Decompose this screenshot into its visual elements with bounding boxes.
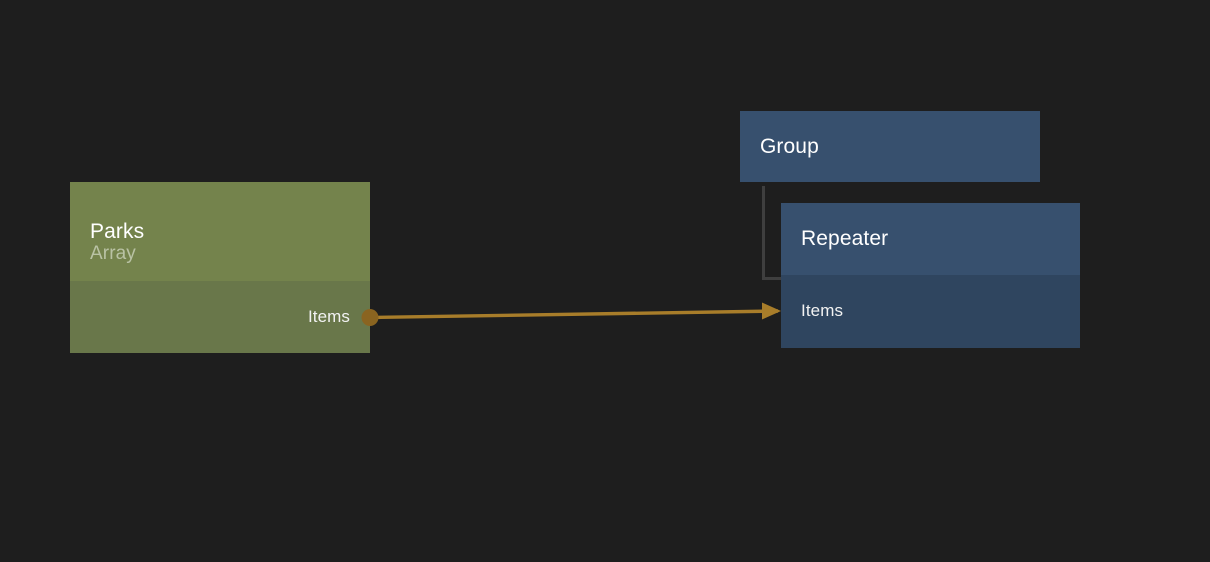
node-repeater-body: Items <box>781 275 1080 348</box>
node-group[interactable]: Group <box>740 111 1040 182</box>
node-repeater-title: Repeater <box>801 227 889 251</box>
parks-items-to-repeater-items-link[interactable] <box>356 298 792 338</box>
node-repeater-input-port-items[interactable]: Items <box>801 301 844 320</box>
link-line <box>369 309 779 320</box>
node-group-header[interactable]: Group <box>740 111 1040 182</box>
node-repeater-header[interactable]: Repeater <box>781 203 1080 275</box>
node-parks[interactable]: Parks Array Items <box>70 182 370 353</box>
node-group-title: Group <box>760 134 819 158</box>
node-parks-header[interactable]: Parks Array <box>70 182 370 281</box>
link-arrowhead-icon <box>762 302 781 320</box>
node-parks-body: Items <box>70 281 370 353</box>
node-parks-title: Parks <box>90 219 145 243</box>
node-repeater[interactable]: Repeater Items <box>781 203 1080 348</box>
node-parks-output-port-items[interactable]: Items <box>307 307 350 326</box>
node-parks-subtitle: Array <box>90 243 136 265</box>
